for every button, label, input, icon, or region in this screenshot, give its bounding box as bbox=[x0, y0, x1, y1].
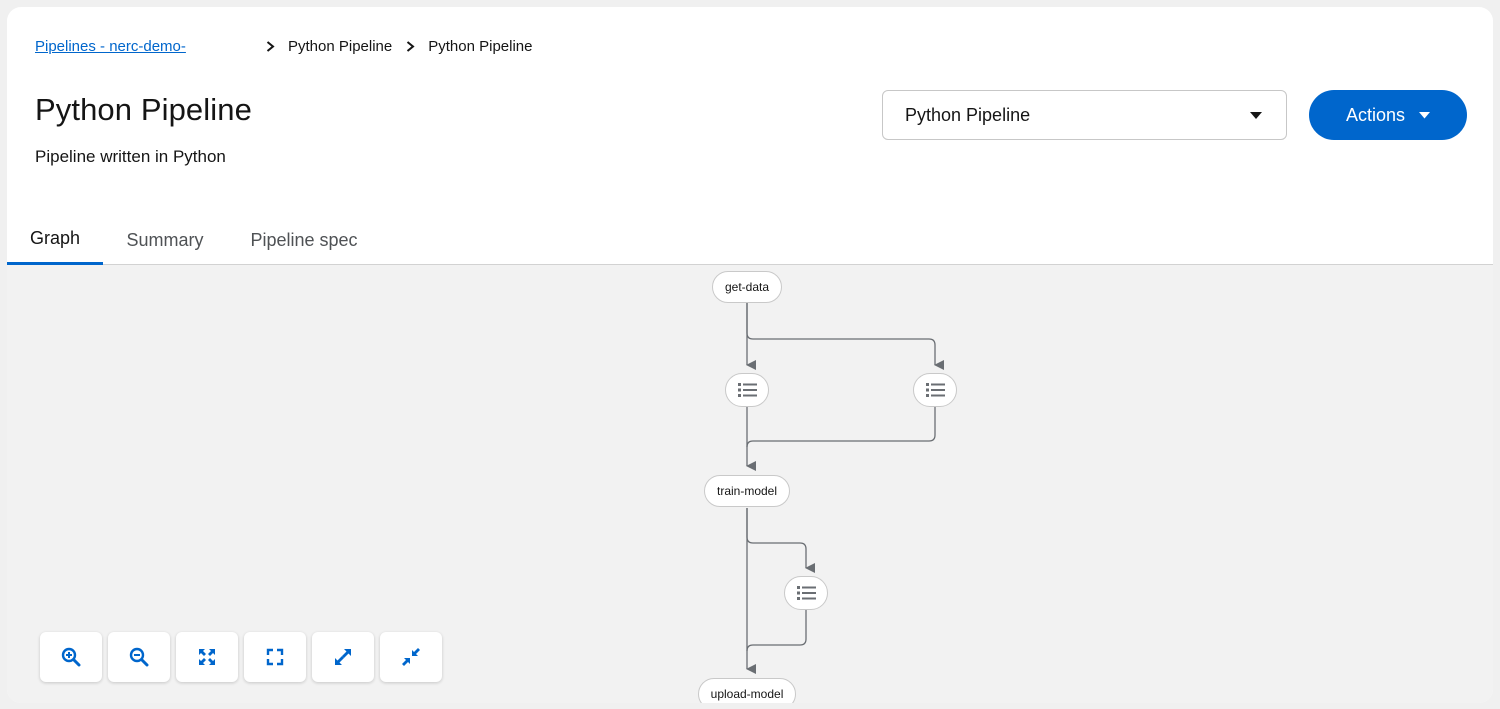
list-icon bbox=[925, 383, 945, 397]
breadcrumb-item-version: Python Pipeline bbox=[428, 37, 533, 55]
version-select[interactable]: Python Pipeline bbox=[882, 90, 1287, 140]
list-icon bbox=[737, 383, 757, 397]
edge-list3-to-upload bbox=[746, 602, 807, 652]
page-title: Python Pipeline bbox=[35, 92, 252, 127]
breadcrumb: Pipelines - nerc-demo- Python Pipeline P… bbox=[35, 37, 533, 55]
zoom-out-button[interactable] bbox=[108, 632, 170, 682]
tab-graph[interactable]: Graph bbox=[7, 215, 103, 265]
breadcrumb-item-pipeline[interactable]: Python Pipeline bbox=[288, 37, 393, 55]
node-get-data[interactable]: get-data bbox=[712, 271, 782, 303]
graph-edges bbox=[746, 296, 944, 674]
node-artifact-1[interactable] bbox=[725, 373, 769, 407]
chevron-right-icon bbox=[392, 40, 428, 52]
node-artifact-2[interactable] bbox=[913, 373, 957, 407]
zoom-in-button[interactable] bbox=[40, 632, 102, 682]
zoom-out-icon bbox=[129, 647, 149, 667]
page-description: Pipeline written in Python bbox=[35, 147, 226, 166]
collapse-button[interactable] bbox=[380, 632, 442, 682]
edge-train-to-list3 bbox=[746, 508, 815, 573]
node-artifact-3[interactable] bbox=[784, 576, 828, 610]
tab-pipeline-spec[interactable]: Pipeline spec bbox=[250, 229, 358, 250]
caret-down-icon bbox=[1419, 111, 1431, 118]
tab-summary[interactable]: Summary bbox=[126, 229, 204, 250]
reset-view-button[interactable] bbox=[244, 632, 306, 682]
expand-icon bbox=[335, 649, 351, 665]
pipeline-graph-canvas[interactable]: get-data train-model upload-model bbox=[7, 265, 1493, 703]
pipeline-details-page: Pipelines - nerc-demo- Python Pipeline P… bbox=[7, 7, 1493, 703]
reset-view-icon bbox=[266, 648, 284, 666]
fit-to-screen-button[interactable] bbox=[176, 632, 238, 682]
chevron-right-icon bbox=[252, 40, 288, 52]
actions-button[interactable]: Actions bbox=[1309, 90, 1467, 140]
actions-button-label: Actions bbox=[1345, 104, 1406, 125]
collapse-icon bbox=[402, 648, 420, 666]
zoom-in-icon bbox=[61, 647, 81, 667]
fit-to-screen-icon bbox=[199, 649, 215, 665]
caret-down-icon bbox=[1250, 112, 1262, 119]
node-train-model[interactable]: train-model bbox=[704, 475, 790, 507]
edge-getdata-to-list2 bbox=[746, 296, 944, 370]
graph-controls bbox=[40, 632, 442, 682]
breadcrumb-link-pipelines[interactable]: Pipelines - nerc-demo- bbox=[35, 37, 186, 55]
node-upload-model[interactable]: upload-model bbox=[698, 678, 796, 703]
expand-button[interactable] bbox=[312, 632, 374, 682]
list-icon bbox=[796, 586, 816, 600]
version-select-value: Python Pipeline bbox=[905, 104, 1031, 125]
tab-bar: Graph Summary Pipeline spec bbox=[7, 215, 1493, 265]
edge-list2-to-train bbox=[746, 399, 936, 448]
